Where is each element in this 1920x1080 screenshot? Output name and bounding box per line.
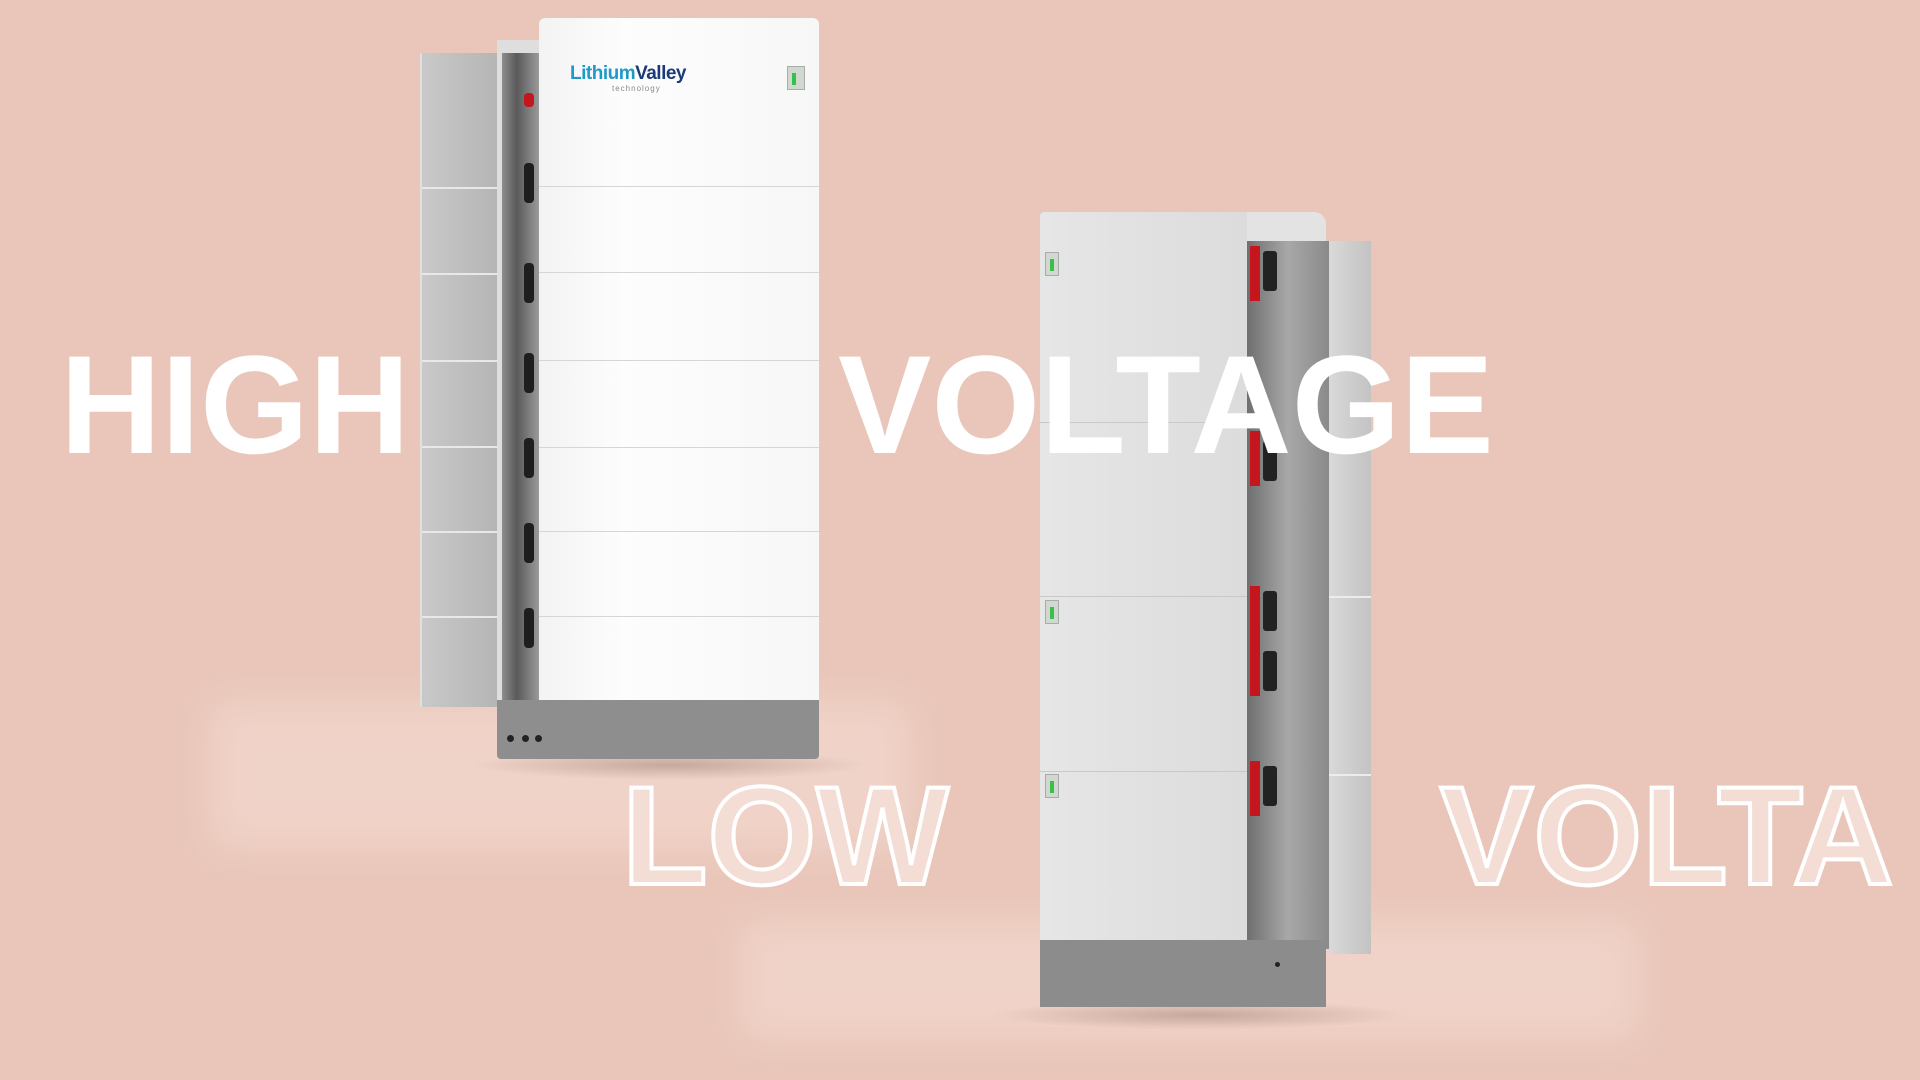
brand-logo: LithiumValley technology [570, 63, 686, 93]
cabinet-door-left [420, 53, 504, 707]
logo-text-lithium: Lithium [570, 63, 636, 84]
cabinet-interior [1247, 241, 1329, 949]
cabinet-front [1040, 212, 1247, 940]
cabinet-base [1040, 940, 1326, 1007]
battery-indicator-icon [1045, 252, 1059, 276]
headline-low: LOW [620, 757, 951, 914]
cabinet-top [1247, 212, 1326, 242]
headline-voltage-low: VOLTA [1438, 757, 1896, 914]
logo-text-valley: Valley [635, 63, 686, 84]
battery-indicator-icon [787, 66, 805, 90]
headline-voltage-high: VOLTAGE [838, 326, 1494, 483]
cabinet-base [497, 700, 819, 759]
cabinet-door-right [1329, 241, 1371, 954]
battery-indicator-icon [1045, 774, 1059, 798]
battery-indicator-icon [1045, 600, 1059, 624]
cabinet-interior [502, 53, 539, 707]
cabinet-front [539, 18, 819, 700]
logo-tagline: technology [612, 84, 661, 93]
headline-high: HIGH [60, 326, 410, 483]
